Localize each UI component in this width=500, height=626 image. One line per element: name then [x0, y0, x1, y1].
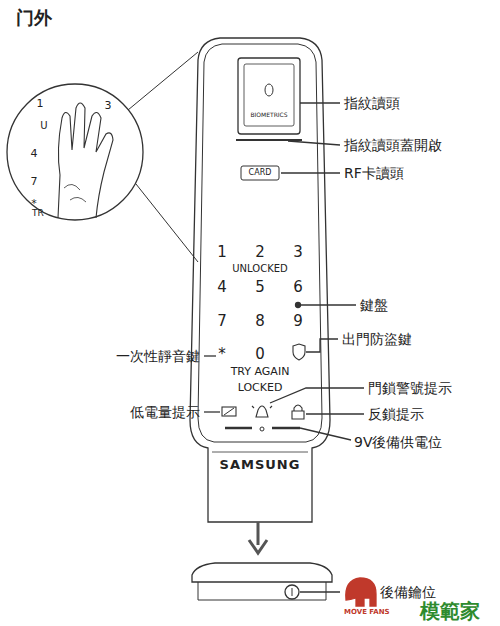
callout-label: 9V後備供電位	[354, 434, 442, 450]
key-digit: 5	[255, 279, 265, 296]
callout-label: 鍵盤	[360, 297, 388, 313]
leader-line	[281, 172, 340, 173]
leader-line	[204, 411, 220, 412]
callout-label: 門鎖警號提示	[368, 380, 452, 396]
inset-digit: U	[40, 120, 47, 132]
key-digit: 1	[217, 244, 227, 261]
watermark-text: MOVE FANS	[344, 608, 390, 616]
battery-bar	[272, 427, 300, 430]
backup-keyhole	[292, 588, 293, 596]
inset-digit: 3	[105, 100, 112, 113]
inset-digit: 1	[37, 98, 44, 111]
key-digit: 0	[255, 346, 265, 363]
shield-icon	[293, 344, 305, 360]
leader-line	[204, 355, 216, 356]
callout-label: 低電量提示	[130, 404, 200, 420]
watermark-text: 模範家	[420, 600, 480, 623]
arrow-head	[249, 540, 267, 553]
leader-line	[288, 141, 340, 145]
key-digit: 9	[293, 313, 303, 330]
key-digit: *	[218, 346, 226, 363]
bottom-view	[198, 582, 326, 600]
panel-text: BIOMETRICS	[250, 112, 287, 119]
inset-circle	[7, 84, 143, 220]
leader-line	[306, 339, 338, 352]
battery-bar	[225, 427, 252, 430]
callout-label: RF卡讀頭	[344, 165, 404, 181]
key-digit: 4	[217, 279, 227, 296]
lock-icon	[292, 405, 304, 419]
fingerprint-window	[244, 64, 294, 126]
callout-label: 反鎖提示	[368, 406, 424, 422]
panel-text: CARD	[249, 168, 272, 177]
leader-line	[300, 102, 340, 103]
leader-line	[298, 304, 356, 305]
contact-dot	[260, 427, 264, 431]
inset-digit: TR	[32, 208, 44, 218]
callout-label: 一次性靜音鍵	[116, 348, 200, 364]
key-digit: 6	[293, 279, 303, 296]
leader-line	[270, 388, 364, 403]
watermark-logo	[346, 578, 376, 606]
key-digit: 8	[255, 313, 265, 330]
status-text: LOCKED	[238, 382, 283, 395]
inset-digit: 4	[31, 148, 38, 161]
leader-line	[300, 591, 340, 592]
callout-label: 後備鑰位	[380, 584, 436, 600]
key-digit: 3	[293, 244, 303, 261]
battery-icon	[222, 407, 236, 416]
arrow-line	[257, 522, 260, 545]
inset-leader	[128, 52, 198, 110]
lock-face	[198, 44, 322, 442]
bottom-view	[192, 563, 332, 582]
status-text: UNLOCKED	[232, 263, 287, 275]
hand-drawing	[64, 184, 86, 202]
page-title: 门外	[16, 8, 52, 29]
fingerprint-icon	[265, 84, 273, 96]
card-reader	[241, 166, 279, 180]
battery-icon	[224, 408, 234, 415]
alarm-icon	[252, 406, 272, 417]
backup-keyhole	[285, 585, 299, 599]
status-text: TRY AGAIN	[231, 366, 290, 379]
brand-name: SAMSUNG	[220, 458, 301, 473]
inset-digit: 7	[31, 176, 38, 189]
key-digit: 7	[217, 313, 227, 330]
callout-label: 指紋讀頭蓋開啟	[344, 137, 442, 153]
panel-edge	[212, 452, 308, 453]
leader-line	[300, 428, 351, 440]
callout-label: 出門防盜鍵	[342, 331, 412, 347]
key-digit: 2	[255, 244, 265, 261]
hand-drawing	[58, 103, 113, 218]
leader-line	[306, 413, 364, 414]
fingerprint-cover	[238, 58, 300, 134]
inset-leader	[136, 184, 198, 262]
lock-housing	[190, 38, 330, 522]
callout-label: 指紋讀頭	[344, 95, 400, 111]
